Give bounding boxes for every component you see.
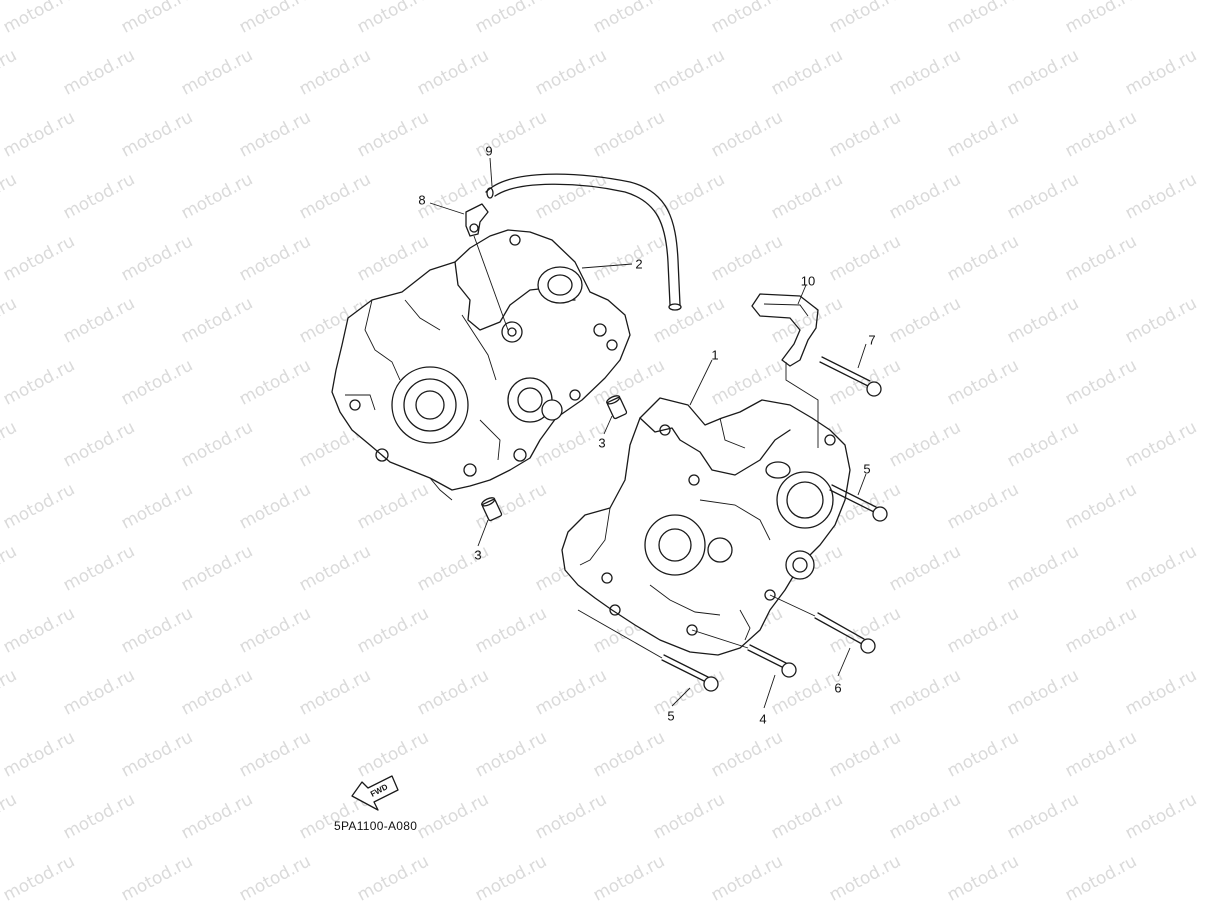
fwd-arrow-icon bbox=[351, 775, 399, 811]
part-label-4: 4 bbox=[759, 711, 767, 727]
part-label-5-lower: 5 bbox=[667, 708, 675, 724]
crankcase-left-drawing bbox=[331, 229, 631, 501]
breather-hose-drawing bbox=[485, 173, 682, 311]
part-label-2: 2 bbox=[635, 256, 643, 272]
part-label-3-middle: 3 bbox=[598, 435, 606, 451]
bolts bbox=[577, 356, 888, 692]
part-label-1: 1 bbox=[711, 347, 719, 363]
diagram-code: 5PA1100-A080 bbox=[334, 819, 418, 833]
part-label-3-lower: 3 bbox=[474, 547, 482, 563]
hose-guide-drawing bbox=[751, 293, 819, 448]
part-label-8: 8 bbox=[418, 192, 426, 208]
part-label-9: 9 bbox=[485, 143, 493, 159]
breather-nipple-drawing bbox=[465, 203, 489, 237]
part-label-7: 7 bbox=[868, 332, 876, 348]
crankcase-right-drawing bbox=[561, 397, 851, 656]
part-label-6: 6 bbox=[834, 680, 842, 696]
part-label-5-right: 5 bbox=[863, 461, 871, 477]
part-label-10: 10 bbox=[800, 273, 816, 289]
leader-lines bbox=[429, 157, 867, 709]
dowel-pins bbox=[481, 395, 628, 522]
